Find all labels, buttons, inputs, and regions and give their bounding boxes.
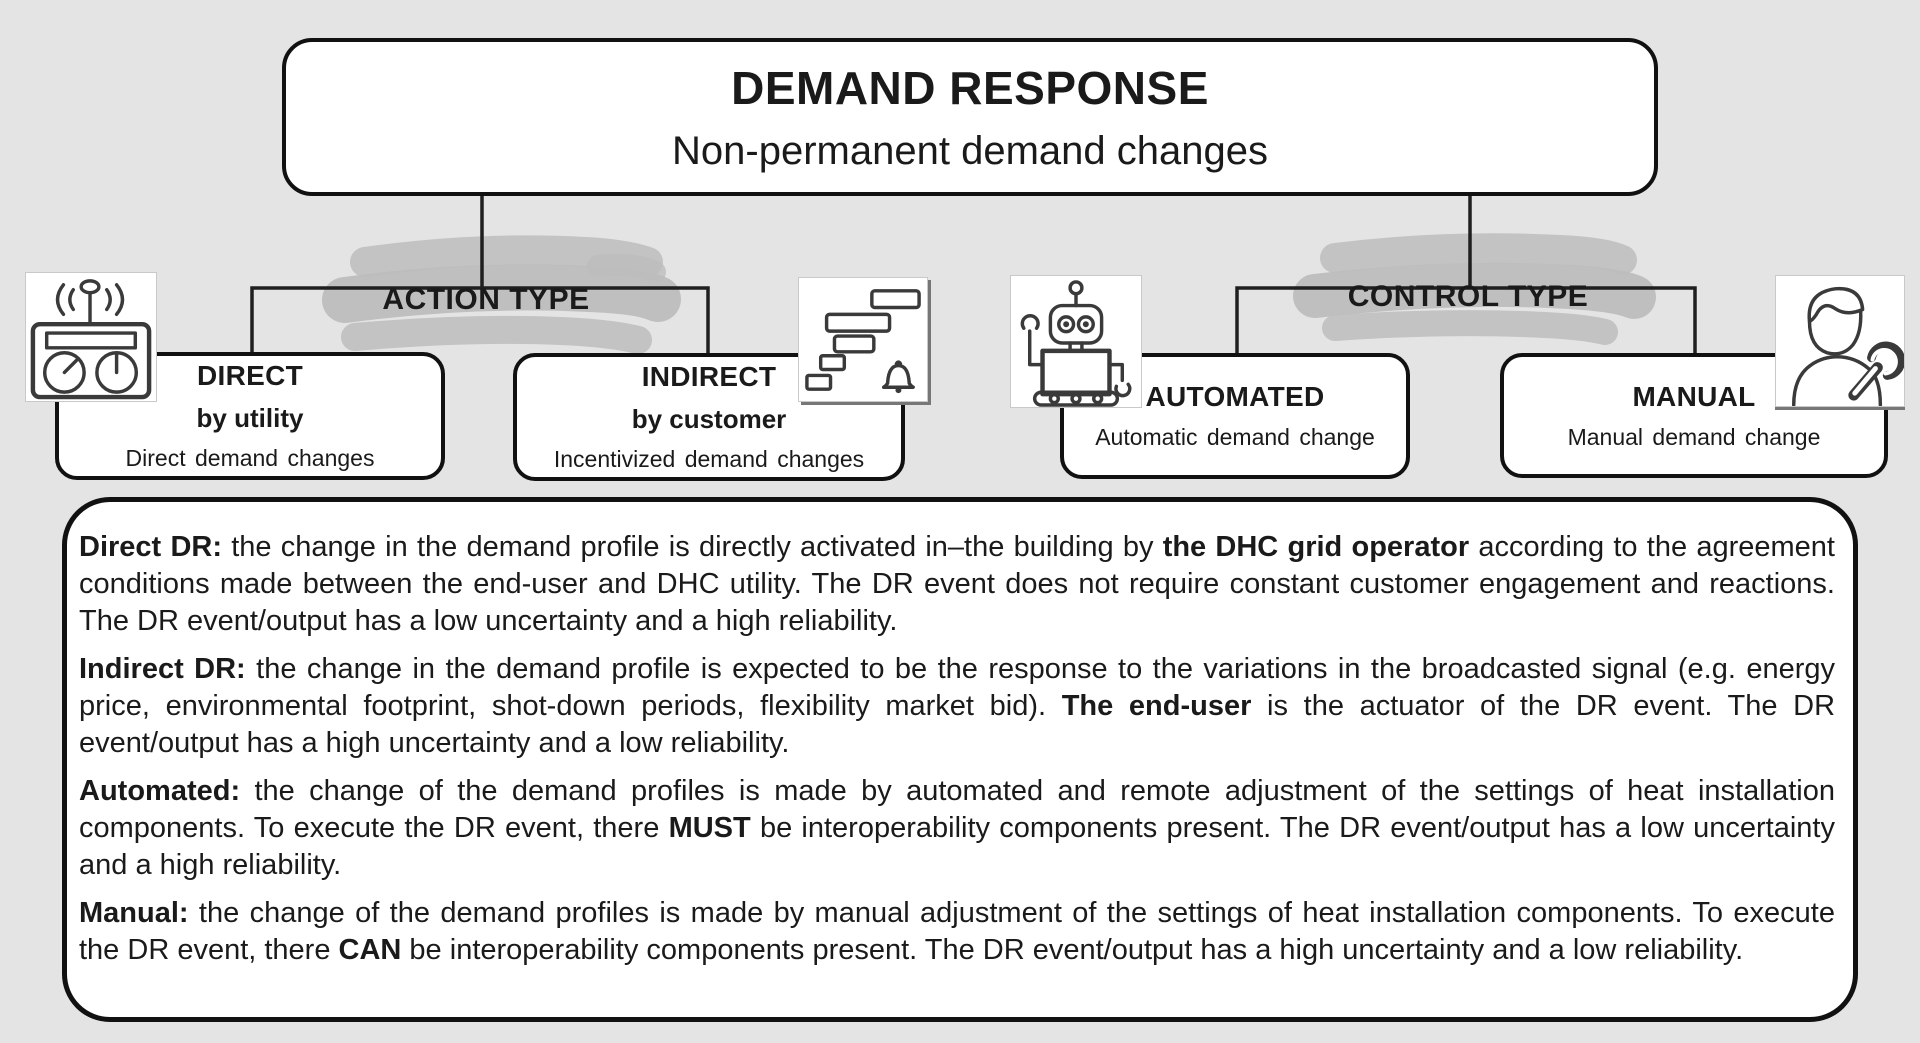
root-node-demand-response: DEMAND RESPONSE Non-permanent demand cha… xyxy=(282,38,1658,196)
definition-paragraph: Indirect DR: the change in the demand pr… xyxy=(79,653,1836,759)
node-automated-desc: Automatic demand change xyxy=(1095,424,1375,450)
node-direct-subtitle: by utility xyxy=(196,403,304,433)
branch-label-control-type: CONTROL TYPE xyxy=(1347,280,1589,313)
node-automated-title: AUTOMATED xyxy=(1145,381,1325,412)
definition-paragraph: Automated: the change of the demand prof… xyxy=(79,775,1835,881)
node-indirect-title: INDIRECT xyxy=(641,361,777,392)
branch-label-action-type: ACTION TYPE xyxy=(382,283,590,316)
node-manual-title: MANUAL xyxy=(1632,380,1756,412)
definitions-list: Direct DR: the change in the demand prof… xyxy=(79,529,1835,969)
node-manual: MANUAL Manual demand change xyxy=(1500,353,1888,478)
robot-icon xyxy=(1010,275,1142,408)
node-direct-title: DIRECT xyxy=(196,360,304,391)
root-subtitle: Non-permanent demand changes xyxy=(672,128,1268,173)
node-indirect-desc: Incentivized demand changes xyxy=(553,446,865,472)
definitions-panel: Direct DR: the change in the demand prof… xyxy=(62,497,1858,1022)
definition-paragraph: Direct DR: the change in the demand prof… xyxy=(79,531,1835,637)
node-indirect-subtitle: by customer xyxy=(631,404,787,434)
gantt-schedule-bell-icon xyxy=(798,277,928,402)
definition-paragraph: Manual: the change of the demand profile… xyxy=(79,897,1835,966)
node-manual-desc: Manual demand change xyxy=(1567,423,1821,450)
tree-connectors xyxy=(250,196,1697,355)
root-title: DEMAND RESPONSE xyxy=(731,61,1209,114)
node-direct-desc: Direct demand changes xyxy=(125,445,375,471)
person-wrench-icon xyxy=(1775,275,1905,407)
radio-remote-icon xyxy=(25,272,157,402)
